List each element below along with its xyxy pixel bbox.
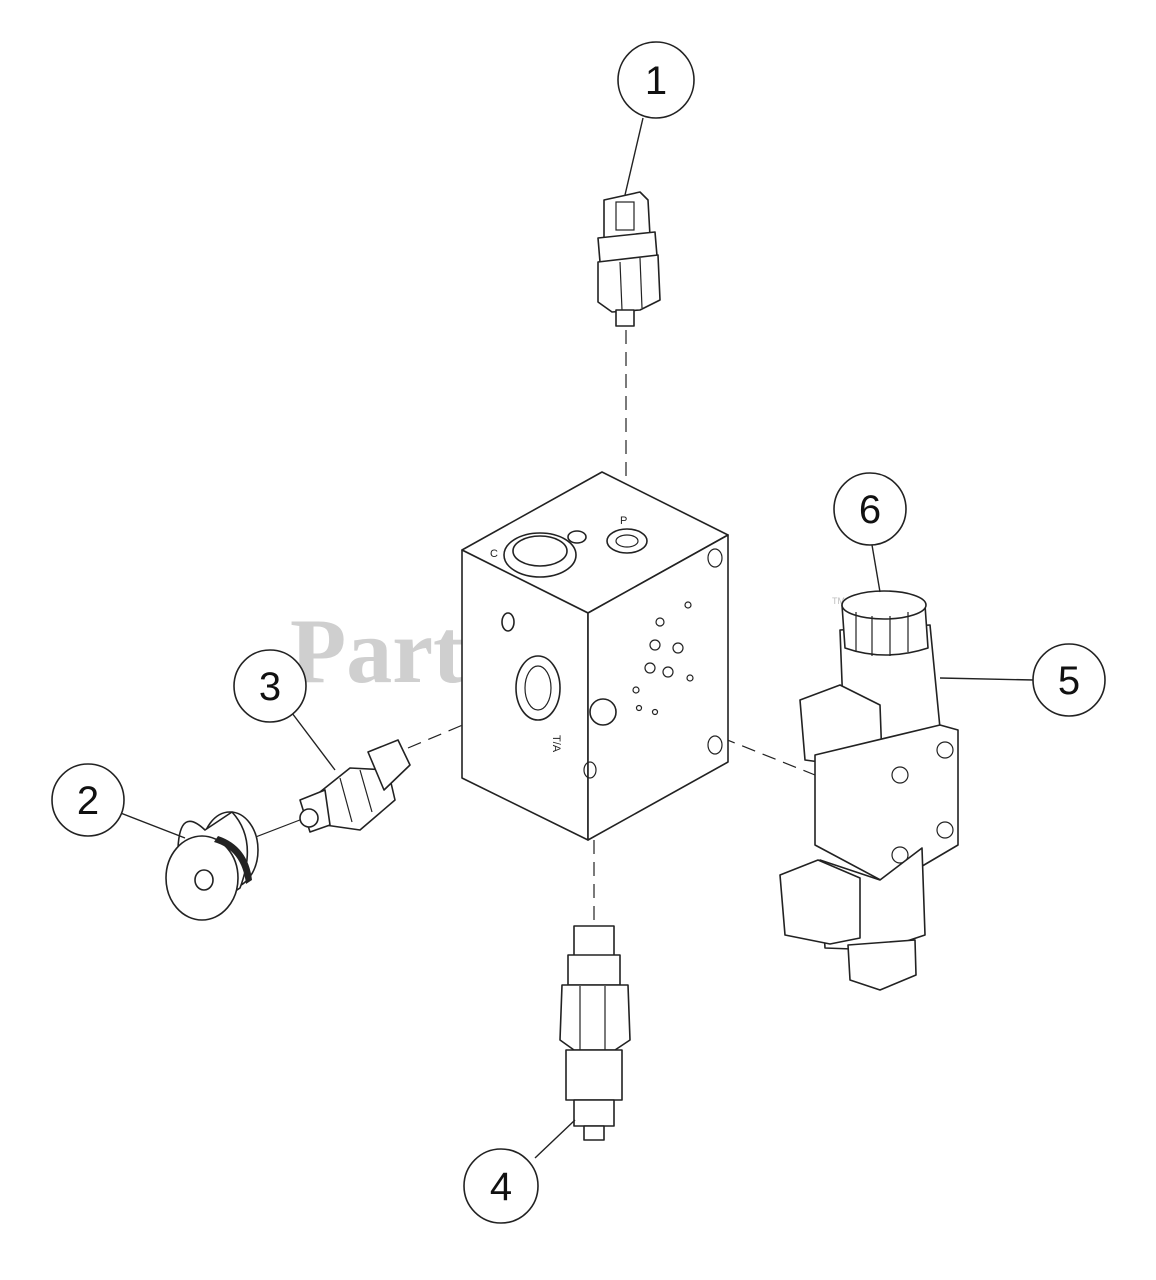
- leader-3: [291, 712, 336, 771]
- solenoid-directional-valve: [779, 624, 959, 991]
- block-side-screw: [589, 698, 617, 726]
- plug: [165, 811, 259, 921]
- valve-body: [814, 724, 959, 886]
- block-mount-hole-1: [707, 548, 723, 568]
- callout-label: 6: [859, 488, 881, 532]
- callout-label: 2: [77, 779, 99, 823]
- block-port-pattern: [632, 601, 694, 716]
- callout-label: 4: [490, 1165, 512, 1209]
- cartridge-thread: [573, 1099, 615, 1127]
- plug-hex-socket: [194, 869, 214, 891]
- callout-3[interactable]: 3: [233, 649, 307, 723]
- callout-label: 5: [1058, 659, 1080, 703]
- block-top-port-bore: [615, 534, 639, 548]
- solenoid-connector-lower: [779, 859, 861, 945]
- switch-hex: [597, 254, 661, 313]
- leader-4: [534, 1119, 576, 1159]
- cartridge-hex: [559, 984, 631, 1051]
- relief-valve-nose: [367, 739, 411, 791]
- callout-circle: [1032, 643, 1106, 717]
- solenoid-nut-top: [841, 590, 927, 620]
- solenoid-nut: [841, 590, 929, 656]
- callout-label: 1: [645, 59, 667, 103]
- valve-body-screw-3: [936, 821, 954, 839]
- cartridge-tip: [583, 1125, 605, 1141]
- leader-lines: [117, 117, 1035, 1159]
- block-top-plug: [512, 535, 568, 567]
- leader-6: [871, 544, 881, 593]
- block-right-face: [587, 534, 729, 841]
- block-mark-c: C: [490, 548, 498, 560]
- callout-circle: [51, 763, 125, 837]
- pressure-switch: [597, 191, 661, 327]
- block-mount-hole-front: [583, 761, 597, 779]
- switch-stem: [615, 309, 635, 327]
- block-top-screw: [567, 530, 587, 544]
- valve-body-screw-1: [936, 741, 954, 759]
- block-top-port: [606, 528, 648, 554]
- callout-circle: [833, 472, 907, 546]
- cartridge-body: [565, 1049, 623, 1101]
- block-front-screw: [501, 612, 515, 632]
- block-front-port-bore: [524, 665, 552, 711]
- callout-4[interactable]: 4: [463, 1148, 539, 1224]
- relief-cartridge-valve: [299, 739, 411, 833]
- leader-1: [624, 117, 644, 196]
- solenoid-lower-nut: [847, 939, 917, 991]
- callout-2[interactable]: 2: [51, 763, 125, 837]
- block-mark-ta: T/A: [550, 735, 562, 753]
- block-mark-p: P: [620, 515, 627, 527]
- manifold-block: P C T/A: [461, 471, 729, 841]
- relief-valve-screw: [299, 808, 319, 828]
- callout-6[interactable]: 6: [833, 472, 907, 546]
- callout-1[interactable]: 1: [617, 41, 695, 119]
- switch-connector-slot: [615, 201, 635, 231]
- callout-label: 3: [259, 665, 281, 709]
- valve-body-screw-4: [891, 846, 909, 864]
- callout-circle: [463, 1148, 539, 1224]
- cartridge-top: [573, 925, 615, 957]
- leader-2: [117, 811, 186, 839]
- valve-body-screw-2: [891, 766, 909, 784]
- watermark-trademark: TM: [832, 596, 845, 606]
- cartridge-valve: [559, 925, 631, 1141]
- callout-circle: [617, 41, 695, 119]
- plug-thread-shade: [214, 836, 252, 884]
- block-front-port: [515, 655, 561, 721]
- leader-5: [939, 677, 1035, 681]
- cartridge-seal: [567, 954, 621, 986]
- callout-circle: [233, 649, 307, 723]
- block-mount-hole-2: [707, 735, 723, 755]
- callout-5[interactable]: 5: [1032, 643, 1106, 717]
